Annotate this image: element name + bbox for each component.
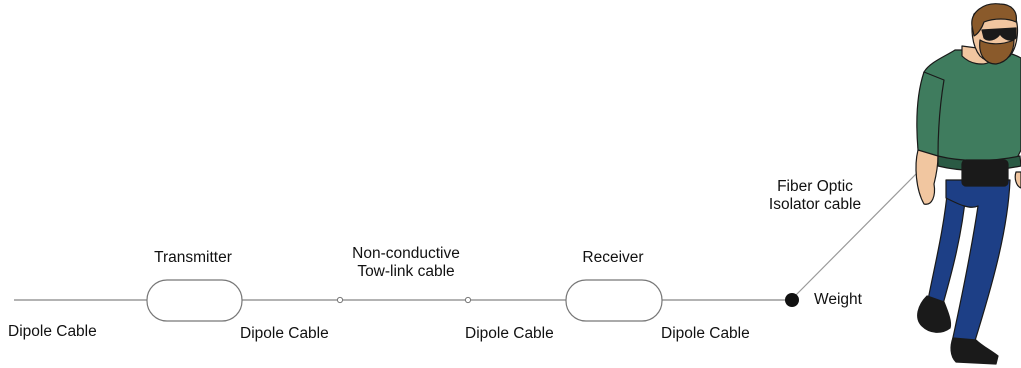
receiver-label: Receiver (582, 249, 644, 266)
receiver-module (565, 279, 663, 322)
dipole-cable-label-2: Dipole Cable (240, 325, 329, 342)
fiber-optic-isolator-label: Fiber Optic Isolator cable (752, 178, 878, 214)
operator-sunglasses (981, 27, 1017, 41)
dipole-cable-label-1: Dipole Cable (8, 323, 97, 340)
operator-back-boot (917, 295, 952, 333)
weight-label: Weight (814, 291, 862, 308)
transmitter-module (146, 279, 243, 322)
operator-front-boot (950, 337, 999, 365)
fiber-optic-isolator-label-line2: Isolator cable (768, 196, 862, 213)
operator-hair (971, 3, 1017, 37)
tow-link-cable-label: Non-conductive Tow-link cable (326, 245, 486, 281)
transmitter-label: Transmitter (154, 249, 232, 266)
operator-left-hand (915, 149, 939, 205)
operator-front-leg (945, 179, 1011, 345)
connector-node (464, 296, 472, 304)
operator-belt-pouch (961, 159, 1009, 187)
walking-operator-figure (915, 3, 1021, 365)
fiber-optic-isolator-cable-line (794, 167, 923, 297)
operator-beard (979, 39, 1015, 65)
operator-right-hand (1014, 171, 1021, 189)
tow-link-cable-label-line1: Non-conductive (352, 245, 460, 262)
tow-link-cable-label-line2: Tow-link cable (357, 263, 455, 280)
connector-node (336, 296, 344, 304)
fiber-optic-isolator-label-line1: Fiber Optic (777, 178, 853, 195)
dipole-cable-label-3: Dipole Cable (465, 325, 554, 342)
dipole-cable-label-4: Dipole Cable (661, 325, 750, 342)
weight-marker (785, 293, 799, 307)
